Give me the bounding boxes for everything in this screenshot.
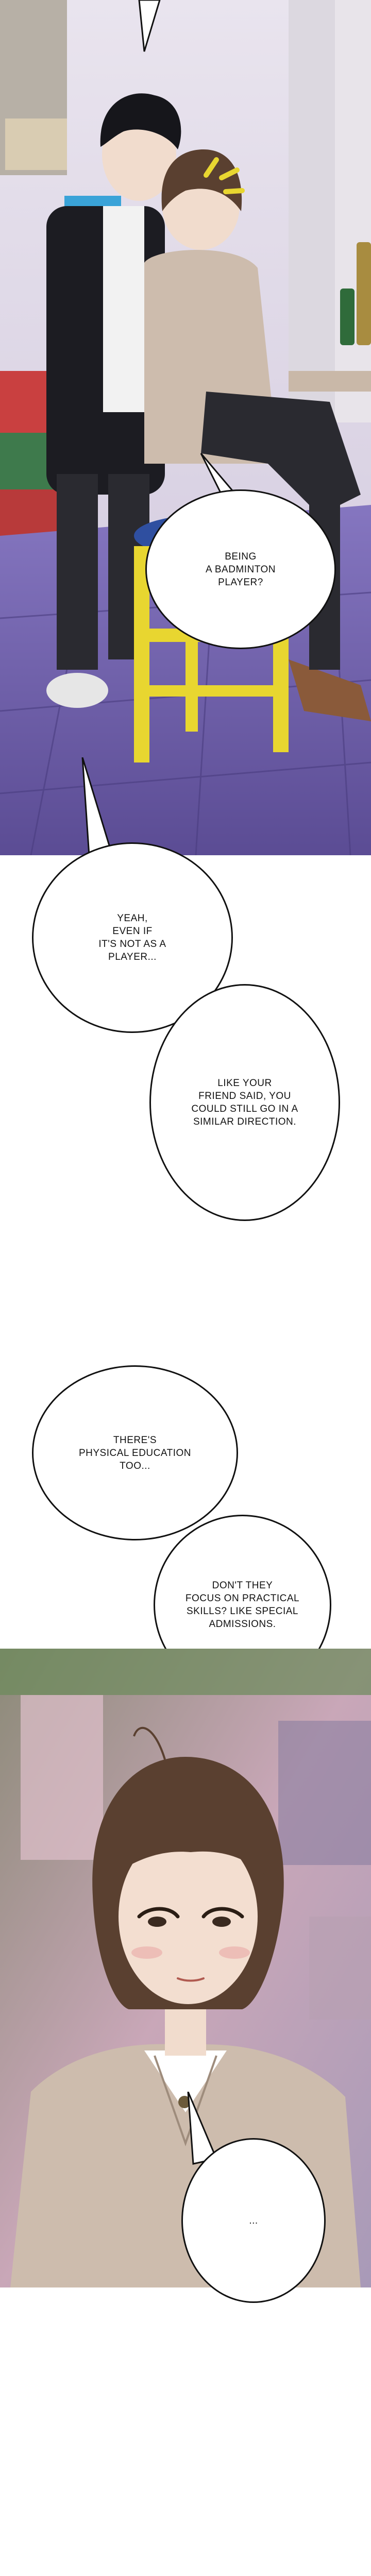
- speech-text-physical: THERE'S PHYSICAL EDUCATION TOO...: [78, 1434, 192, 1471]
- panel-girl-closeup: [0, 1649, 371, 2287]
- panel-girl-illustration: [0, 1649, 371, 2287]
- speech-tail-top: [138, 0, 161, 52]
- panel-stool-scene: [0, 0, 371, 855]
- speech-text-badminton: BEING A BADMINTON PLAYER?: [205, 551, 276, 588]
- panel-stool-illustration: [0, 0, 371, 855]
- speech-bubble-ellipsis: ...: [181, 2138, 326, 2303]
- speech-bubble-badminton: BEING A BADMINTON PLAYER?: [145, 489, 336, 649]
- speech-text-friend: LIKE YOUR FRIEND SAID, YOU COULD STILL G…: [191, 1078, 298, 1127]
- speech-text-practical: DON'T THEY FOCUS ON PRACTICAL SKILLS? LI…: [185, 1580, 300, 1630]
- speech-text-yeah: YEAH, EVEN IF IT'S NOT AS A PLAYER...: [98, 913, 166, 962]
- speech-bubble-friend: LIKE YOUR FRIEND SAID, YOU COULD STILL G…: [149, 984, 340, 1221]
- speech-text-ellipsis: ...: [249, 2215, 258, 2226]
- speech-bubble-physical: THERE'S PHYSICAL EDUCATION TOO...: [32, 1365, 238, 1540]
